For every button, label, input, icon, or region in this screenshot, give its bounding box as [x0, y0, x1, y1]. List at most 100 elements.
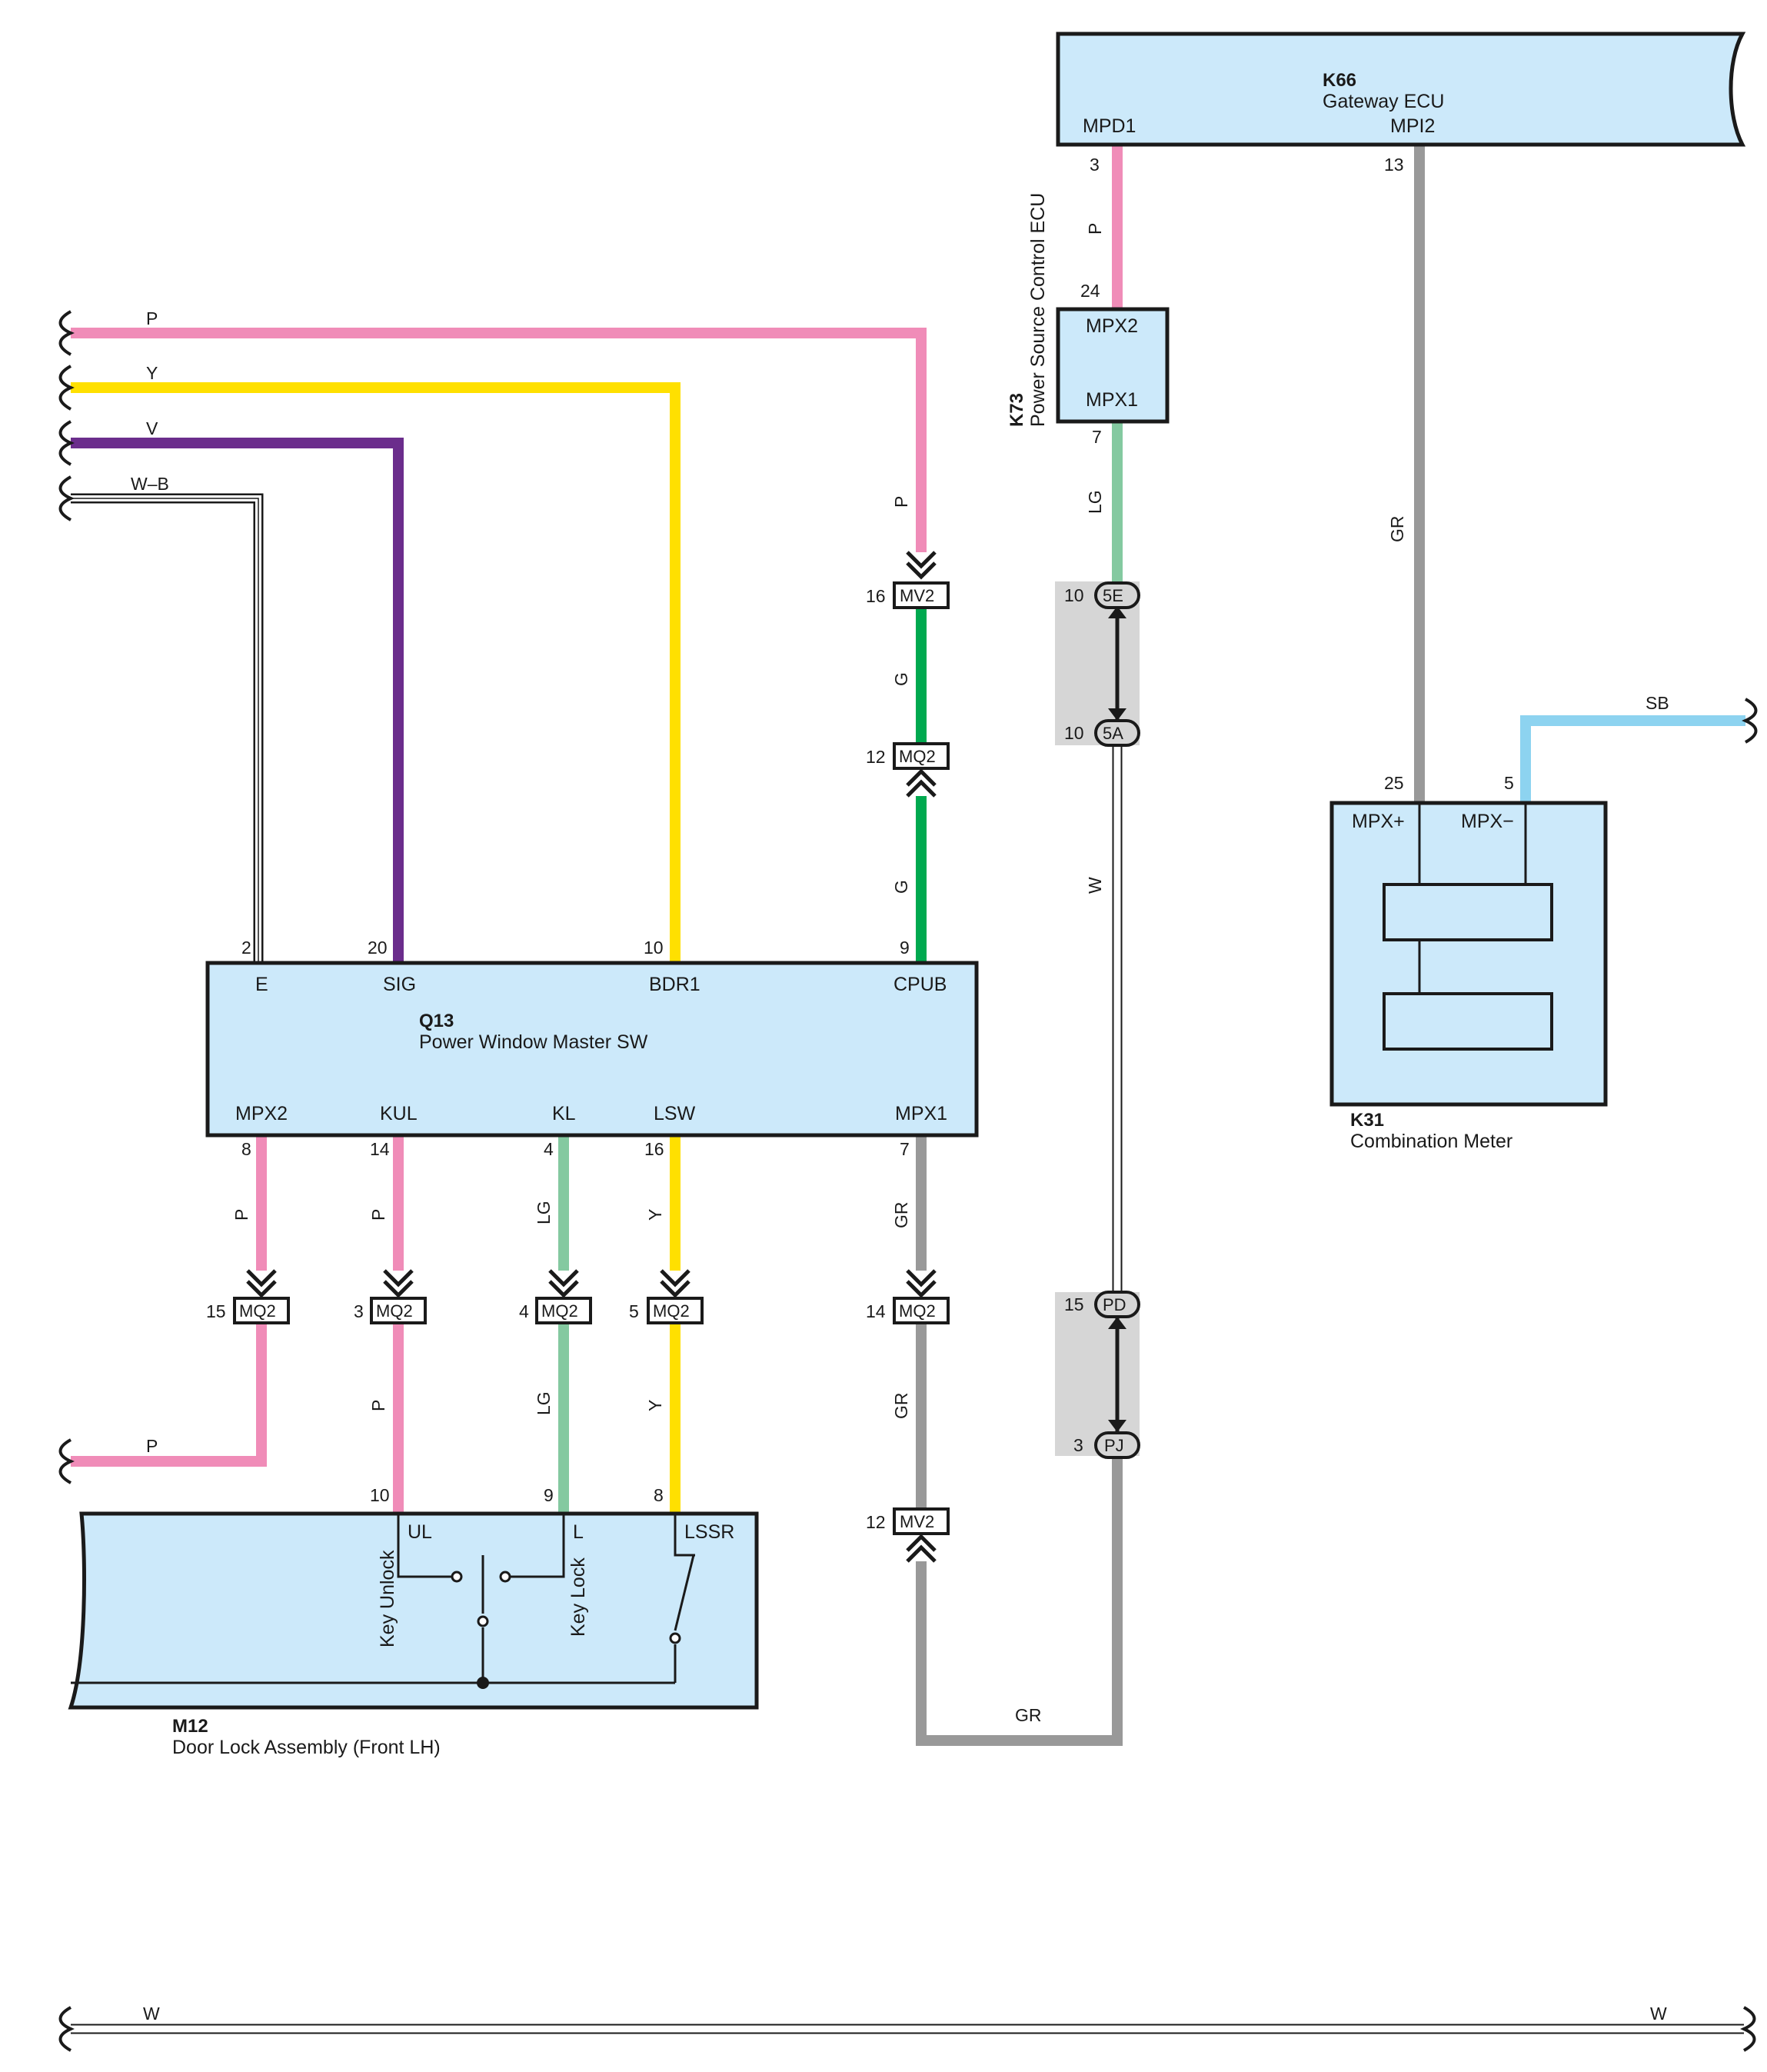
pin-num-mq2-kl: 4 [519, 1301, 529, 1321]
wire-label-bottom-loop: GR [1015, 1705, 1042, 1725]
power-source-pin-mpx2: MPX2 [1086, 315, 1138, 337]
pin-num-q13-cpub: 9 [900, 938, 910, 958]
wire-label-sb: SB [1646, 693, 1669, 713]
pw-master-pin-sig: SIG [383, 974, 416, 995]
power-source-pin-mpx1: MPX1 [1086, 389, 1138, 411]
pw-master-pin-kl: KL [552, 1103, 576, 1124]
gateway-ecu-name: Gateway ECU [1323, 91, 1444, 112]
connector-mq2-kl-label: MQ2 [541, 1301, 578, 1321]
pw-master-pin-bdr1: BDR1 [649, 974, 700, 995]
wire-label-lsw-upper: Y [645, 1209, 665, 1221]
pw-master-pin-cpub: CPUB [893, 974, 947, 995]
wire-sb [1520, 715, 1745, 803]
wire-label-mpx2-upper: P [231, 1209, 251, 1221]
junction-5a [1094, 719, 1140, 747]
junction-5e [1094, 581, 1140, 609]
connector-mq2-mpx2-label: MQ2 [239, 1301, 276, 1321]
connector-mv2-top [893, 551, 950, 609]
pin-num-m12-lssr: 8 [654, 1485, 664, 1505]
pw-master-pin-lsw: LSW [654, 1103, 696, 1124]
combination-meter-id: K31 [1350, 1110, 1384, 1131]
pin-num-mv2-top: 16 [866, 586, 886, 606]
pw-master-pin-e: E [255, 974, 268, 995]
pin-num-k73-mpx2: 24 [1080, 281, 1100, 301]
pw-master-pin-mpx2: MPX2 [235, 1103, 288, 1124]
wire-label-lsw-lower: Y [645, 1400, 665, 1411]
wire-p-top [71, 328, 927, 552]
pin-num-q13-lsw: 16 [644, 1139, 664, 1159]
power-source-ecu-box [1056, 307, 1170, 424]
connector-mq2-lsw [647, 1269, 704, 1324]
wire-break-p-left [58, 1438, 75, 1484]
wire-label-mpx2-left: P [146, 1436, 158, 1456]
pin-num-k31-minus: 5 [1504, 773, 1514, 793]
combination-meter-pin-minus: MPX− [1461, 811, 1514, 832]
door-lock-pin-l: L [573, 1521, 584, 1543]
connector-mv2-bottom-label: MV2 [900, 1512, 934, 1531]
pin-num-j5e: 10 [1064, 585, 1084, 605]
pw-master-name: Power Window Master SW [419, 1031, 648, 1053]
door-lock-switches [71, 1514, 695, 1684]
wire-break-p-top [58, 310, 75, 356]
wire-break-wb-top [58, 475, 75, 521]
connector-mq2-kl [535, 1269, 592, 1324]
door-lock-switch-lock: Key Lock [567, 1557, 589, 1637]
power-source-ecu-id: K73 [1007, 393, 1027, 427]
wire-y-top [71, 382, 681, 963]
combination-meter-box [1329, 801, 1608, 1107]
connector-mq2-mpx2 [233, 1269, 290, 1324]
connector-mq2-kul-label: MQ2 [376, 1301, 413, 1321]
pin-num-mq2-cpub: 12 [866, 747, 886, 767]
pin-num-k66-mpd1: 3 [1090, 155, 1100, 175]
pin-num-jpd: 15 [1064, 1294, 1084, 1314]
junction-pd [1094, 1291, 1140, 1318]
door-lock-box [68, 1511, 759, 1710]
door-lock-name: Door Lock Assembly (Front LH) [172, 1737, 441, 1758]
gateway-pin-mpd1: MPD1 [1083, 115, 1136, 137]
door-lock-id: M12 [172, 1716, 208, 1737]
pin-num-mq2-kul: 3 [354, 1301, 364, 1321]
pin-num-m12-ul: 10 [370, 1485, 390, 1505]
wire-wb-top [71, 493, 264, 963]
wire-label-wb-top: W–B [131, 474, 169, 494]
junction-pd-label: PD [1103, 1295, 1126, 1314]
pin-num-q13-e: 2 [241, 938, 251, 958]
wire-v-top [71, 438, 404, 963]
junction-5a-label: 5A [1103, 724, 1123, 743]
wire-label-bottom-left: W [143, 2004, 160, 2024]
connector-mv2-bottom [893, 1507, 950, 1563]
connector-mq2-mpx1-label: MQ2 [899, 1301, 936, 1321]
pin-num-j5a: 10 [1064, 723, 1084, 743]
junction-5e-label: 5E [1103, 586, 1123, 605]
door-lock-switch-unlock: Key Unlock [377, 1550, 398, 1647]
wire-break-y-top [58, 365, 75, 411]
wire-label-mpi2: GR [1387, 516, 1407, 543]
pin-num-mq2-mpx1: 14 [866, 1301, 886, 1321]
pin-num-q13-kul: 14 [370, 1139, 390, 1159]
meter-internal-block-lower [1383, 992, 1553, 1051]
pin-num-k66-mpi2: 13 [1384, 155, 1404, 175]
wire-label-kl-upper: LG [534, 1201, 554, 1224]
wire-label-kul-lower: P [368, 1400, 388, 1411]
wire-label-kul-upper: P [368, 1209, 388, 1221]
wire-break-w-bottom-left [58, 2006, 75, 2052]
wire-label-p-top: P [146, 308, 158, 328]
wire-label-cpub-mid: G [891, 672, 911, 686]
connector-mq2-kul [370, 1269, 427, 1324]
connector-mv2-top-label: MV2 [900, 586, 934, 605]
junction-pj [1094, 1431, 1140, 1459]
connector-mq2-mpx1 [893, 1269, 950, 1324]
wire-label-mpx1-upper: GR [891, 1202, 911, 1229]
wire-p-mpx2-lower [71, 1323, 267, 1467]
wire-label-v-top: V [146, 418, 158, 438]
wire-gr-loop [916, 1457, 1123, 1746]
wire-label-k73-down: LG [1085, 490, 1105, 514]
pw-master-pin-mpx1: MPX1 [895, 1103, 947, 1124]
pin-num-q13-bdr1: 10 [644, 938, 664, 958]
combination-meter-name: Combination Meter [1350, 1131, 1512, 1152]
wire-label-mpx1-lower: GR [891, 1393, 911, 1420]
wire-break-w-bottom-right [1740, 2006, 1756, 2052]
door-lock-pin-lssr: LSSR [684, 1521, 734, 1543]
gateway-ecu-box [1056, 32, 1746, 147]
pin-num-k31-plus: 25 [1384, 773, 1404, 793]
